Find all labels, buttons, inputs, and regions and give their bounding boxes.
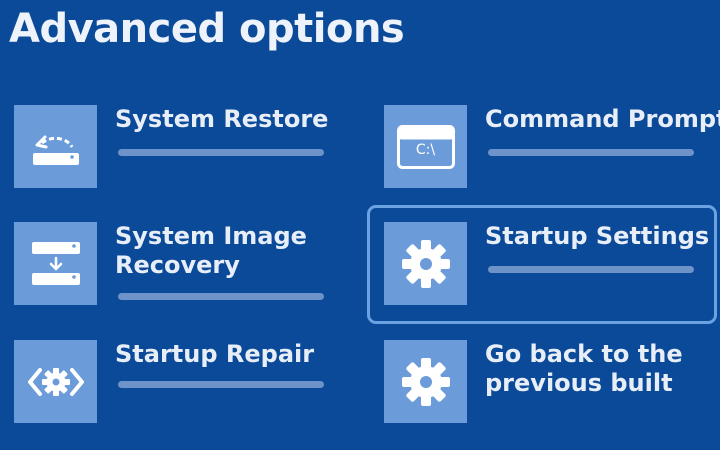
option-label[interactable]: Startup Settings bbox=[485, 222, 710, 250]
progress-bar bbox=[118, 381, 324, 388]
selection-highlight bbox=[367, 205, 717, 324]
option-startup-settings[interactable]: Startup Settings bbox=[384, 222, 720, 312]
gear-icon bbox=[400, 356, 452, 408]
command-prompt-icon-text: C:\ bbox=[415, 141, 436, 158]
startup-repair-icon bbox=[27, 362, 85, 402]
option-system-image-recovery[interactable]: System Image Recovery bbox=[14, 222, 354, 312]
progress-bar bbox=[488, 266, 694, 273]
option-label[interactable]: System Image Recovery bbox=[115, 222, 307, 280]
progress-bar bbox=[488, 149, 694, 156]
option-label-line: Go back to the bbox=[485, 340, 683, 368]
option-command-prompt[interactable]: C:\ Command Prompt bbox=[384, 105, 720, 195]
option-go-back[interactable]: Go back to the previous built bbox=[384, 340, 720, 430]
option-tile[interactable] bbox=[384, 340, 467, 423]
option-label-line: previous built bbox=[485, 369, 673, 397]
page-title: Advanced options bbox=[9, 6, 405, 52]
progress-bar bbox=[118, 293, 324, 300]
option-label[interactable]: System Restore bbox=[115, 105, 329, 133]
option-label-line: System Image bbox=[115, 222, 307, 250]
gear-icon bbox=[400, 238, 452, 290]
progress-bar bbox=[118, 149, 324, 156]
option-label-line: Recovery bbox=[115, 251, 240, 279]
command-prompt-icon: C:\ bbox=[396, 124, 455, 169]
system-image-recovery-icon bbox=[30, 238, 82, 290]
option-tile[interactable] bbox=[384, 222, 467, 305]
system-restore-icon bbox=[28, 123, 84, 171]
option-system-restore[interactable]: System Restore bbox=[14, 105, 354, 195]
option-label[interactable]: Startup Repair bbox=[115, 340, 315, 368]
option-label[interactable]: Command Prompt bbox=[485, 105, 720, 133]
option-tile[interactable] bbox=[14, 222, 97, 305]
option-startup-repair[interactable]: Startup Repair bbox=[14, 340, 354, 430]
option-tile[interactable]: C:\ bbox=[384, 105, 467, 188]
option-label[interactable]: Go back to the previous built bbox=[485, 340, 683, 398]
option-tile[interactable] bbox=[14, 340, 97, 423]
option-tile[interactable] bbox=[14, 105, 97, 188]
